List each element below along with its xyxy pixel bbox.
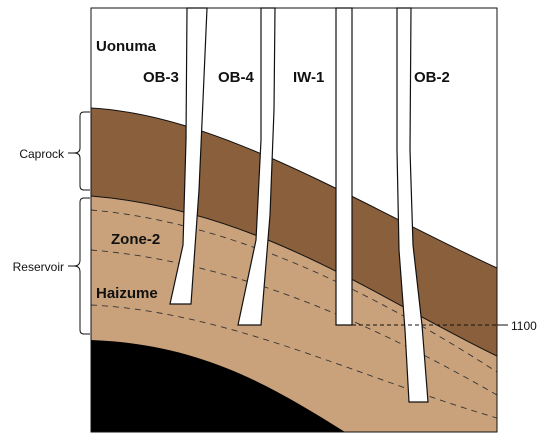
- bracket-label-reservoir: Reservoir: [13, 260, 64, 274]
- well-label-ob-4: OB-4: [218, 69, 254, 86]
- caprock-base-boundary: [90, 195, 498, 357]
- formation-label-haizume: Haizume: [96, 285, 158, 302]
- section-frame-border: [90, 7, 498, 433]
- bracket-label-caprock: Caprock: [19, 147, 65, 161]
- well-iw-1: [335, 7, 353, 326]
- caprock-bracket: [73, 111, 90, 191]
- horizon-dashed-2: [90, 249, 498, 396]
- well-ob-4: [237, 7, 276, 326]
- reservoir-bracket: [73, 197, 90, 335]
- well-label-ob-3: OB-3: [143, 69, 179, 86]
- horizon-dashed-1: [90, 209, 498, 373]
- well-label-ob-2: OB-2: [414, 69, 450, 86]
- well-label-iw-1: IW-1: [293, 69, 324, 86]
- well-ob-3: [169, 7, 208, 305]
- basement-layer: [91, 340, 345, 432]
- horizon-dashed-3: [90, 304, 498, 419]
- formation-label-zone-2: Zone-2: [111, 231, 160, 248]
- well-ob-2: [396, 7, 429, 403]
- depth-marker-label: 1100: [511, 319, 537, 333]
- formation-label-uonuma: Uonuma: [96, 38, 157, 55]
- caprock-top-boundary: [90, 107, 498, 269]
